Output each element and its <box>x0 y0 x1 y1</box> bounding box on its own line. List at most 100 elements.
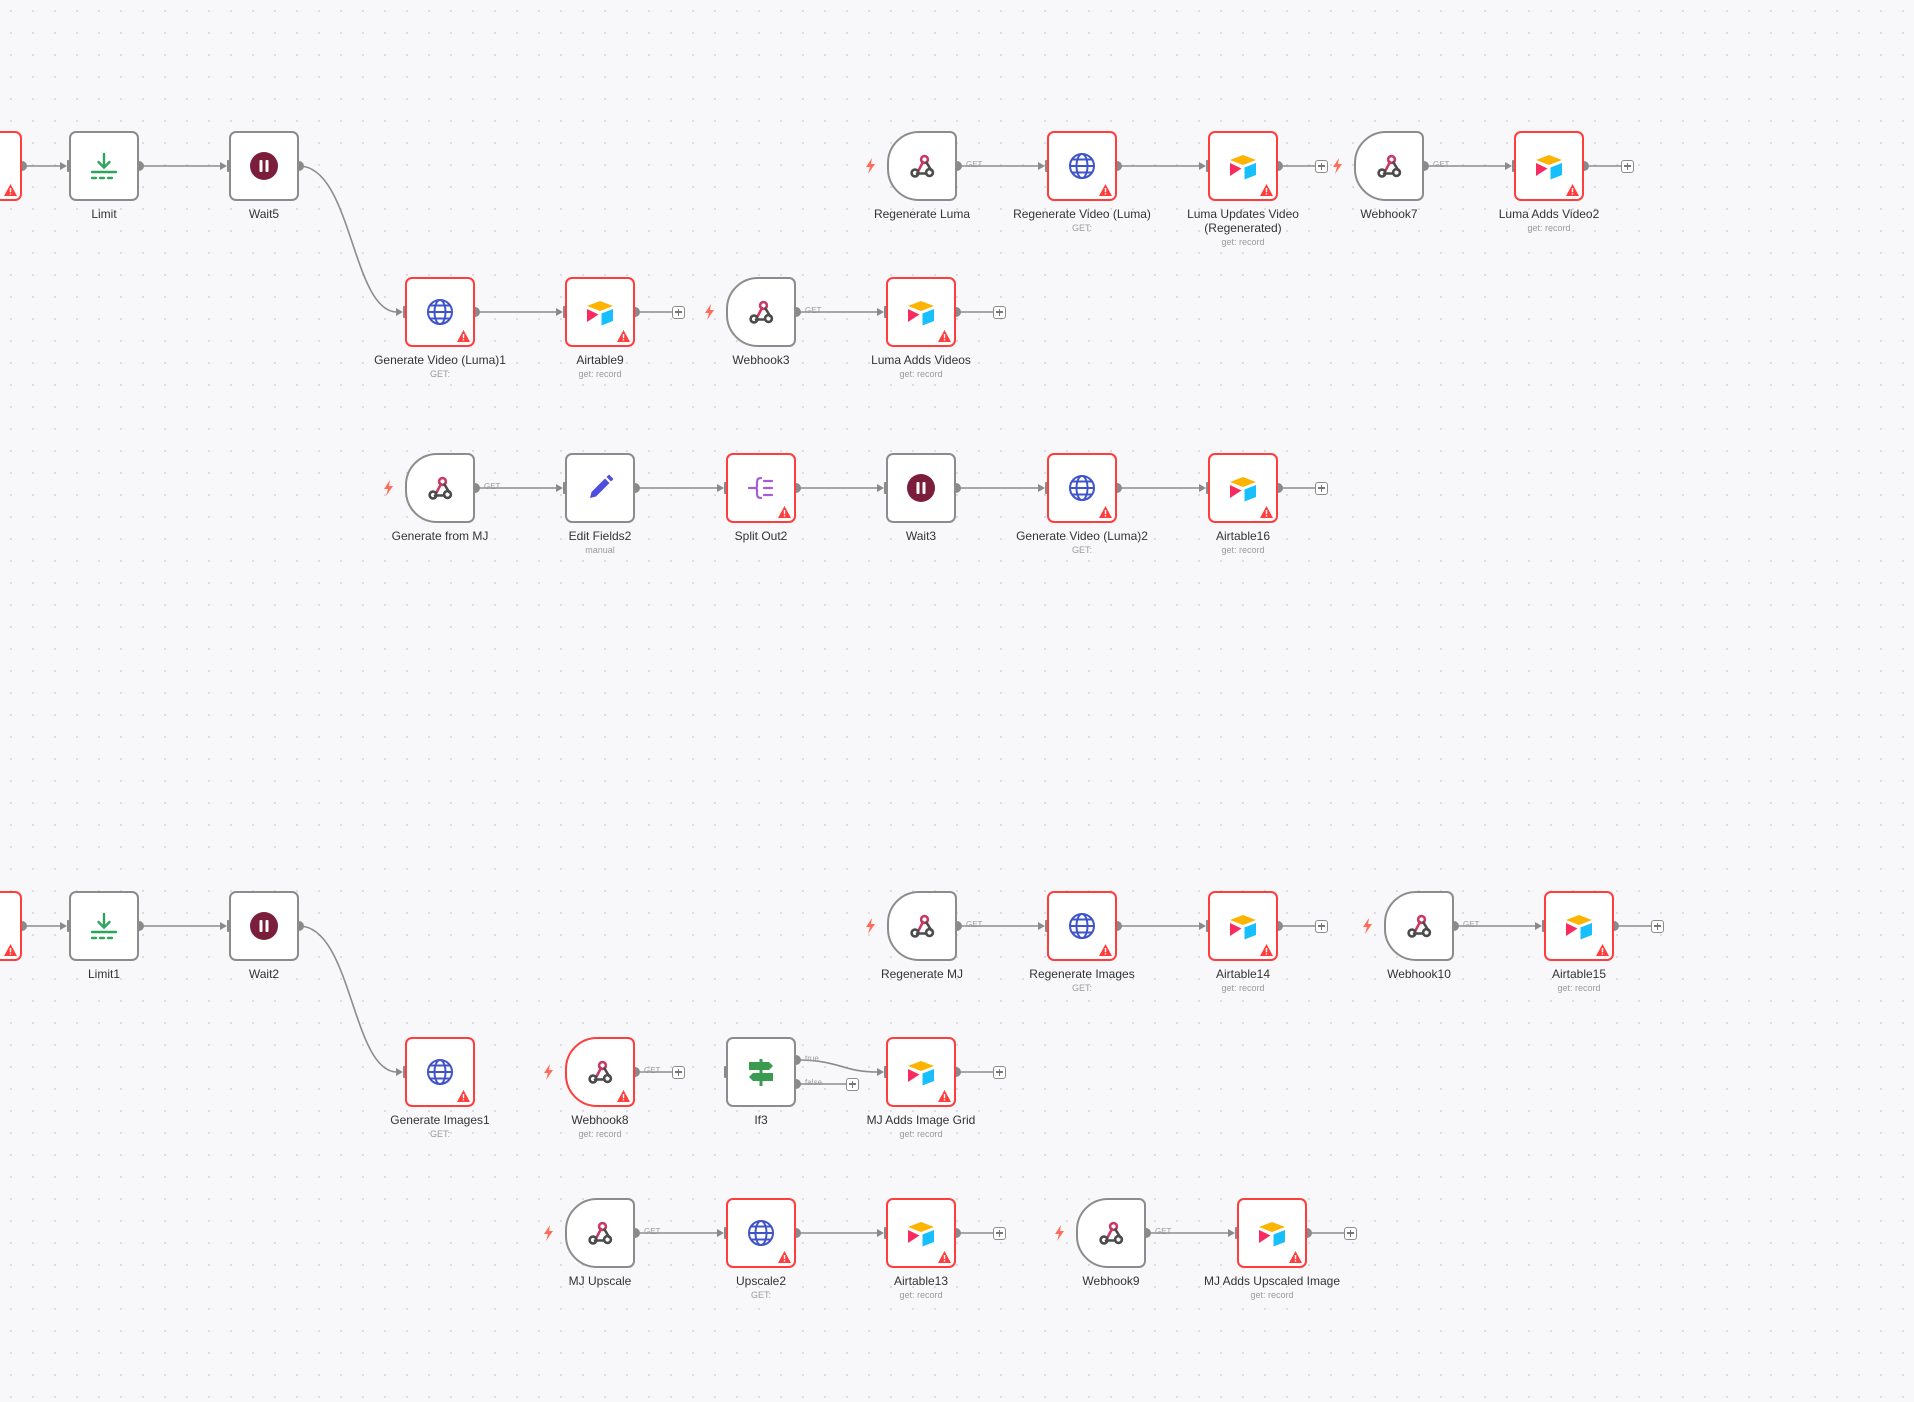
node-subtitle: get: record <box>1221 237 1265 247</box>
add-node-button[interactable] <box>1621 159 1634 173</box>
node-airtable9[interactable] <box>565 277 635 347</box>
node-mjupsimg[interactable] <box>1237 1198 1307 1268</box>
node-regenmj[interactable] <box>887 891 957 961</box>
webhook-icon <box>1373 150 1405 182</box>
add-node-button[interactable] <box>1315 919 1328 933</box>
node-gvl2[interactable] <box>1047 453 1117 523</box>
node-wait5[interactable] <box>229 131 299 201</box>
airtable-icon <box>905 1056 937 1088</box>
node-subtitle: get: record <box>1221 545 1265 555</box>
node-regenluma[interactable] <box>887 131 957 201</box>
node-label: Upscale2 <box>735 1274 787 1288</box>
node-label: Edit Fields2 <box>568 529 632 543</box>
node-airtable15[interactable] <box>1544 891 1614 961</box>
node-label: Luma Updates Video (Regenerated) <box>1187 207 1299 235</box>
node-subtitle: GET: <box>1071 983 1092 993</box>
node-label: Airtable15 <box>1551 967 1607 981</box>
node-limit1[interactable] <box>69 891 139 961</box>
node-lumaupd[interactable] <box>1208 131 1278 201</box>
node-mjups[interactable] <box>565 1198 635 1268</box>
connection-wait5-gvl1[interactable] <box>298 165 398 313</box>
node-airtable14[interactable] <box>1208 891 1278 961</box>
connection-label: GET <box>644 1227 661 1236</box>
node-airtable13[interactable] <box>886 1198 956 1268</box>
node-label: Webhook9 <box>1082 1274 1140 1288</box>
node-err_b[interactable] <box>0 891 22 961</box>
add-node-button[interactable] <box>672 305 685 319</box>
split-icon <box>745 472 777 504</box>
node-label: If3 <box>754 1113 768 1127</box>
add-node-button[interactable] <box>993 1226 1006 1240</box>
node-subtitle: GET: <box>750 1290 771 1300</box>
add-node-button[interactable] <box>846 1077 859 1091</box>
airtable-icon <box>1563 910 1595 942</box>
node-label: MJ Adds Image Grid <box>866 1113 976 1127</box>
webhook-icon <box>584 1056 616 1088</box>
signpost-icon <box>745 1056 777 1088</box>
node-wait3[interactable] <box>886 453 956 523</box>
airtable-icon <box>905 296 937 328</box>
node-if3[interactable] <box>726 1037 796 1107</box>
trigger-bolt-icon <box>1332 158 1343 174</box>
globe-icon <box>424 296 456 328</box>
connection-if3-mjgrid[interactable] <box>795 1059 879 1073</box>
connection-arrow <box>60 162 67 170</box>
node-label: Wait5 <box>248 207 280 221</box>
node-webhook7[interactable] <box>1354 131 1424 201</box>
add-node-button[interactable] <box>1344 1226 1357 1240</box>
webhook-icon <box>584 1217 616 1249</box>
connection-arrow <box>1038 162 1045 170</box>
node-lumaadds[interactable] <box>886 277 956 347</box>
node-label: Generate Images1 <box>390 1113 490 1127</box>
node-subtitle: get: record <box>1250 1290 1294 1300</box>
pencil-icon <box>584 472 616 504</box>
connection-arrow <box>396 1068 403 1076</box>
node-webhook3[interactable] <box>726 277 796 347</box>
node-wait2[interactable] <box>229 891 299 961</box>
node-lumaadds2[interactable] <box>1514 131 1584 201</box>
connection-arrow <box>877 1229 884 1237</box>
node-label: Luma Adds Videos <box>871 353 971 367</box>
connection-arrow <box>1199 162 1206 170</box>
node-webhook10[interactable] <box>1384 891 1454 961</box>
webhook-icon <box>424 472 456 504</box>
node-regenvid[interactable] <box>1047 131 1117 201</box>
add-node-button[interactable] <box>1651 919 1664 933</box>
airtable-icon <box>0 150 3 182</box>
add-node-button[interactable] <box>993 1065 1006 1079</box>
node-subtitle: GET: <box>429 1129 450 1139</box>
node-label: Generate Video (Luma)2 <box>1016 529 1148 543</box>
node-label: Luma Adds Video2 <box>1498 207 1600 221</box>
connection-arrow <box>1199 922 1206 930</box>
node-editf2[interactable] <box>565 453 635 523</box>
node-subtitle: GET: <box>429 369 450 379</box>
node-mjgrid[interactable] <box>886 1037 956 1107</box>
node-genmj[interactable] <box>405 453 475 523</box>
node-err_a[interactable] <box>0 131 22 201</box>
add-node-button[interactable] <box>1315 159 1328 173</box>
connection-label: GET <box>484 482 501 491</box>
node-subtitle: get: record <box>1221 983 1265 993</box>
node-webhook8[interactable] <box>565 1037 635 1107</box>
add-node-button[interactable] <box>993 305 1006 319</box>
airtable-icon <box>1227 910 1259 942</box>
node-regenimg[interactable] <box>1047 891 1117 961</box>
add-node-button[interactable] <box>672 1065 685 1079</box>
node-split2[interactable] <box>726 453 796 523</box>
node-airtable16[interactable] <box>1208 453 1278 523</box>
node-label: Webhook8 <box>571 1113 629 1127</box>
connection-arrow <box>396 308 403 316</box>
node-gvl1[interactable] <box>405 277 475 347</box>
node-label: MJ Adds Upscaled Image <box>1203 1274 1341 1288</box>
pause-icon <box>248 910 280 942</box>
node-genimg1[interactable] <box>405 1037 475 1107</box>
add-node-button[interactable] <box>1315 481 1328 495</box>
node-upscale2[interactable] <box>726 1198 796 1268</box>
node-limit[interactable] <box>69 131 139 201</box>
connection-wait2-genimg1[interactable] <box>298 925 398 1073</box>
globe-icon <box>424 1056 456 1088</box>
webhook-icon <box>1403 910 1435 942</box>
node-webhook9[interactable] <box>1076 1198 1146 1268</box>
connection-arrow <box>717 484 724 492</box>
